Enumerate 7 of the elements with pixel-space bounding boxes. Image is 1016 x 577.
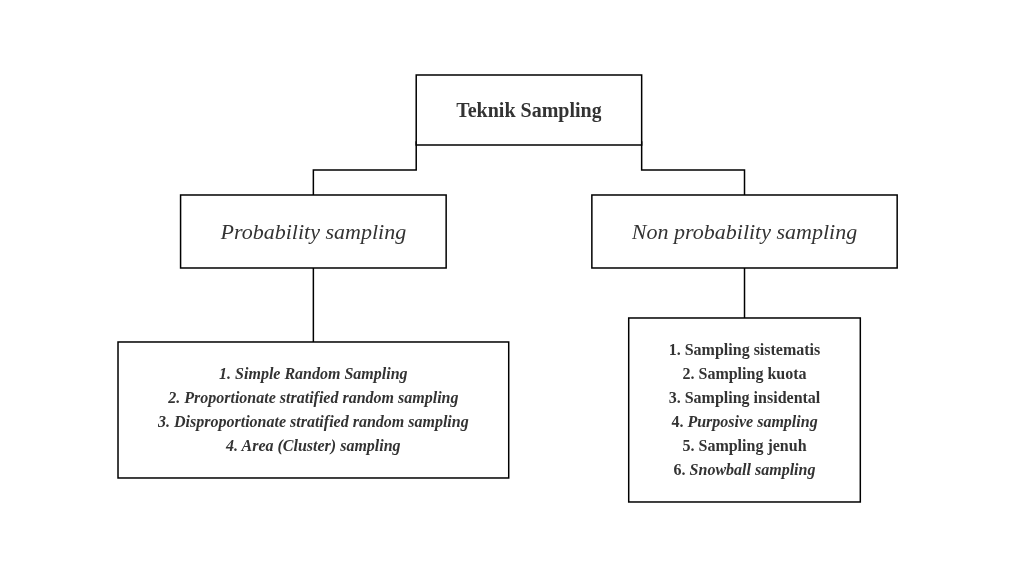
connector [313, 267, 315, 343]
node-box: 1. Simple Random Sampling 2. Proportionate stratified random sampling 3. Disproportionate stratified random sampling 4. Area (Cluster) sampling [117, 341, 510, 479]
node-box: Teknik Sampling [415, 74, 643, 146]
node-box: Non probability sampling [591, 194, 899, 269]
node-box: 1. Sampling sistematis 2. Sampling kuota 3. Sampling insidental 4. Purposive sampling 5. Sampling jenuh 6. Snowball sampling [628, 317, 862, 503]
connector [744, 267, 746, 319]
node-box: Probability sampling [180, 194, 448, 269]
